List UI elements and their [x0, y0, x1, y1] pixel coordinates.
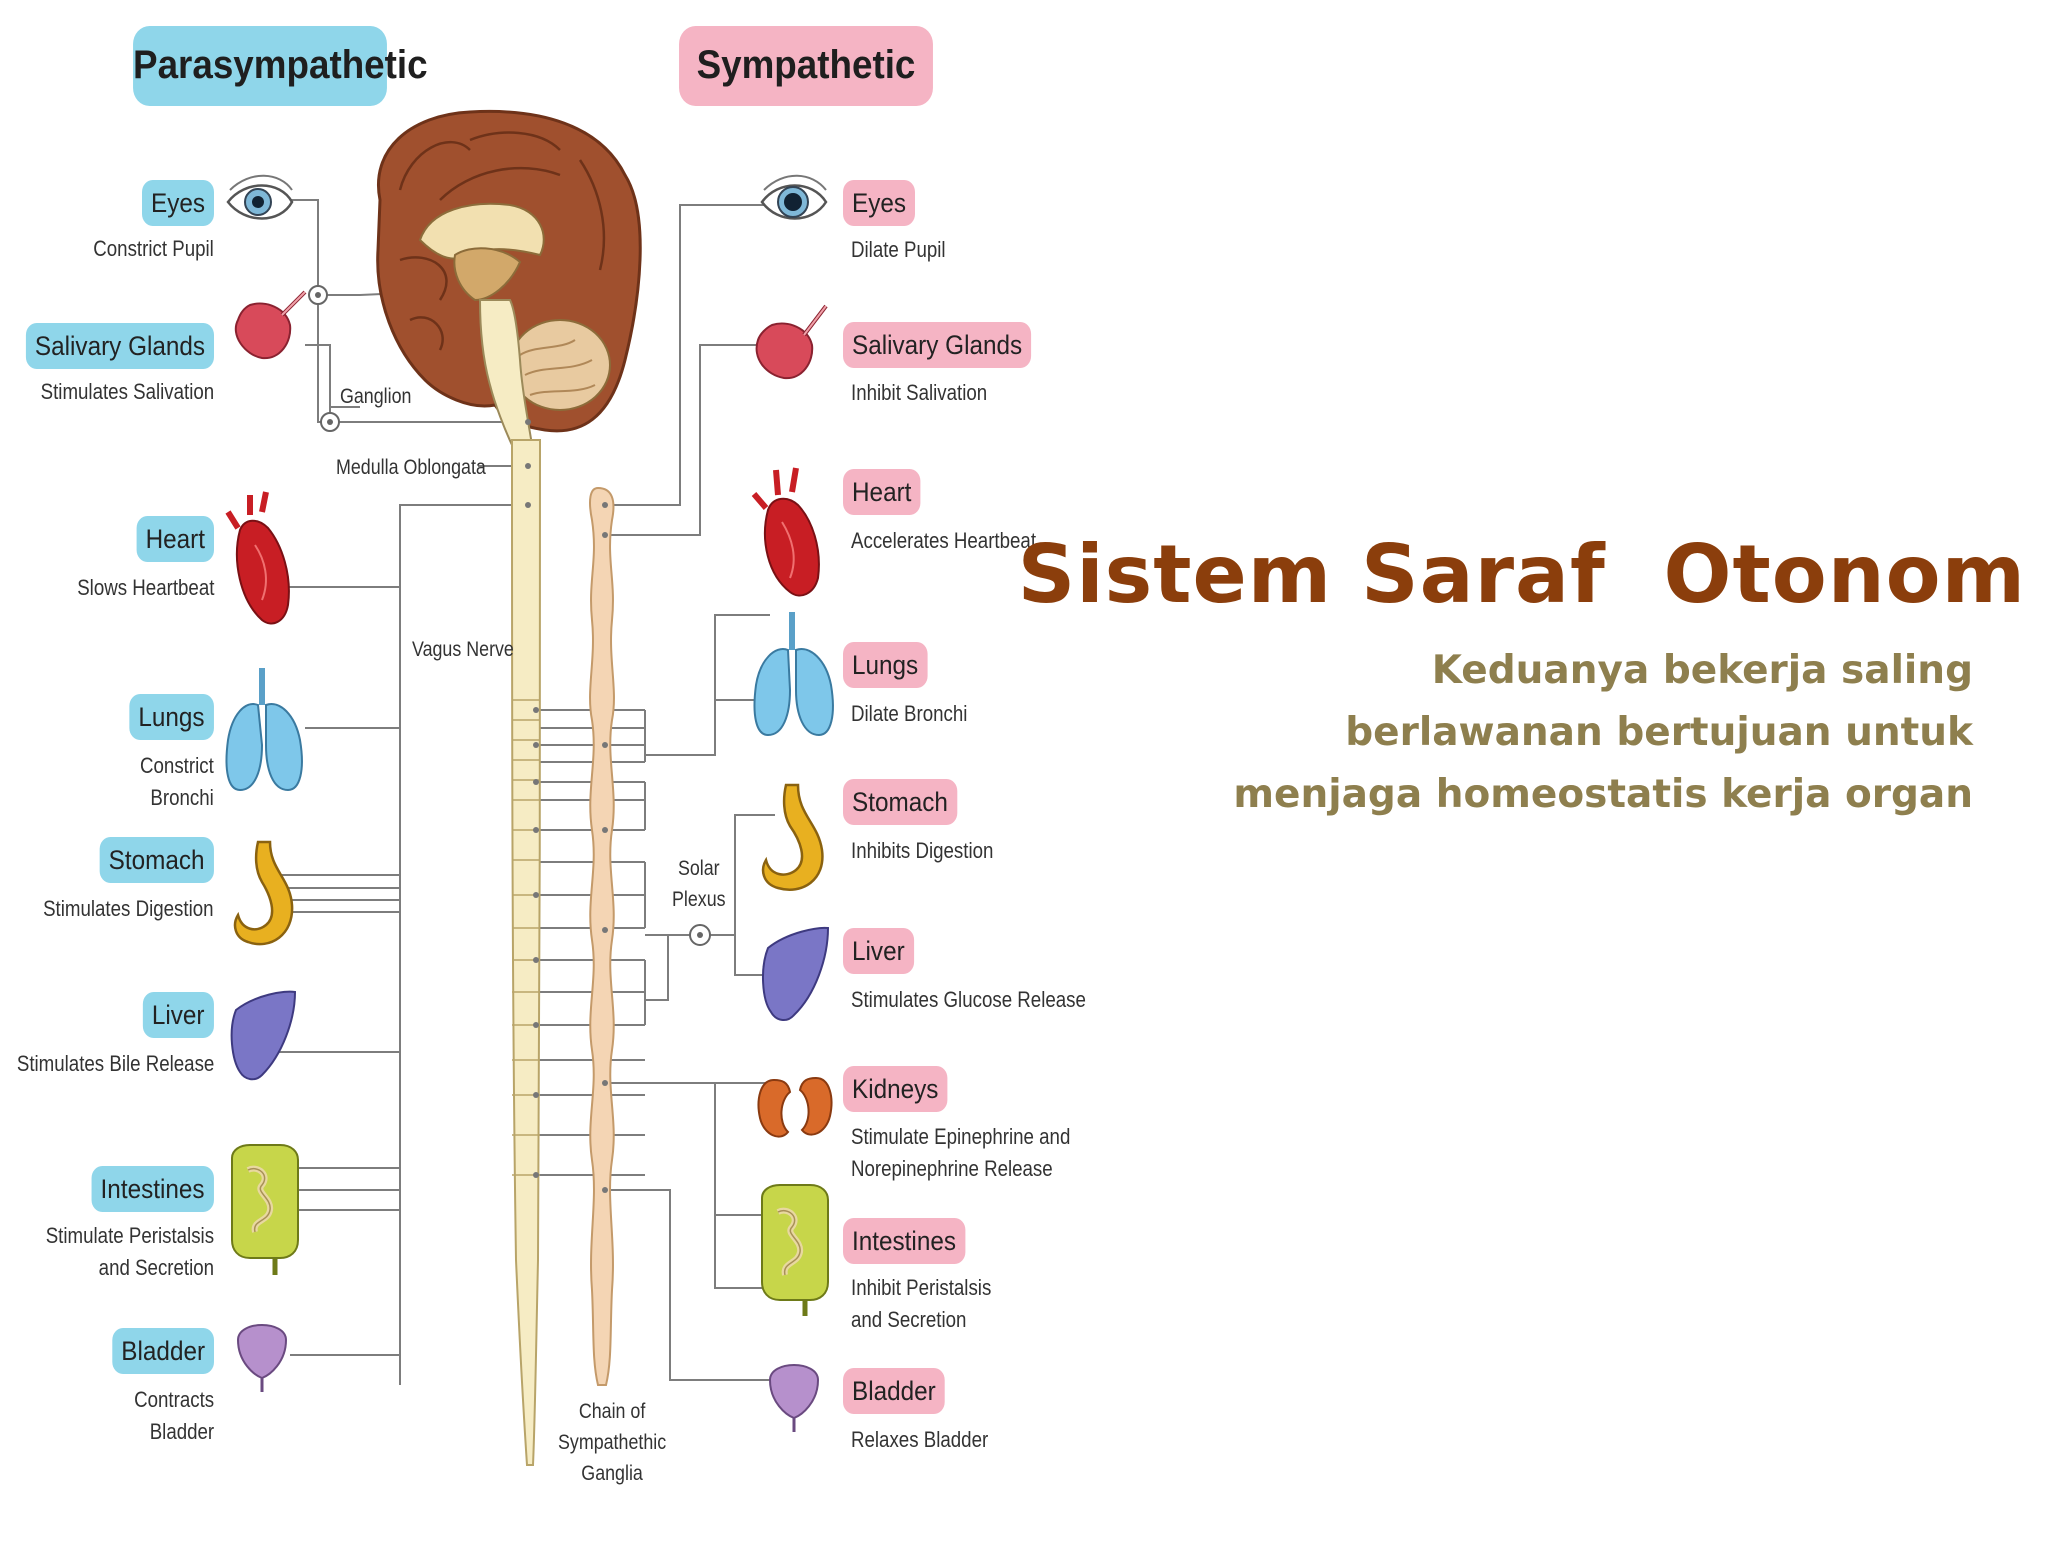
- subtitle-line-2: berlawanan bertujuan untuk: [1345, 710, 1973, 755]
- sym-effect-eyes: Dilate Pupil: [851, 237, 946, 262]
- para-organ-stomach: Stomach: [100, 837, 214, 883]
- sym-organ-liver: Liver: [843, 928, 914, 974]
- sym-effect-lungs: Dilate Bronchi: [851, 701, 968, 726]
- slide-subtitle: Keduanya bekerja saling berlawanan bertu…: [1153, 640, 1973, 826]
- lungs-icon-left: [225, 668, 303, 792]
- stomach-icon-right: [761, 783, 824, 891]
- sym-effect-stomach: Inhibits Digestion: [851, 838, 994, 863]
- medulla-oblongata-label: Medulla Oblongata: [336, 456, 486, 479]
- para-effect-eyes: Constrict Pupil: [93, 236, 214, 261]
- autonomic-nervous-system-diagram: Parasympathetic Sympathetic Eyes Constri…: [16, 26, 1086, 1485]
- nerve-lines: [275, 199, 790, 1385]
- sym-organ-bladder: Bladder: [843, 1368, 945, 1414]
- brain-illustration: [376, 109, 642, 446]
- slide-title: Sistem Saraf Otonom: [1017, 528, 2026, 621]
- heart-icon-left: [225, 491, 290, 625]
- sym-organ-eyes: Eyes: [843, 180, 916, 226]
- para-organ-lungs: Lungs: [129, 694, 214, 740]
- liver-icon-right: [761, 926, 830, 1021]
- ganglion-nodes: [525, 419, 608, 1193]
- sym-effect-salivary-glands: Inhibit Salivation: [851, 380, 988, 405]
- eye-icon-left: [226, 174, 294, 220]
- spinal-cord: [510, 439, 542, 1466]
- para-organ-eyes: Eyes: [141, 180, 214, 226]
- heart-icon-right: [751, 467, 820, 597]
- diagram-canvas: [225, 109, 834, 1466]
- para-effect-salivary-glands: Stimulates Salivation: [40, 379, 214, 404]
- lungs-icon-right: [753, 612, 834, 737]
- sym-effect-liver: Stimulates Glucose Release: [851, 987, 1086, 1012]
- subtitle-line-3: menjaga homeostatis kerja organ: [1233, 772, 1973, 817]
- sympathetic-chain: [589, 486, 615, 1386]
- kidneys-icon-right: [757, 1076, 833, 1138]
- parasympathetic-header: Parasympathetic: [133, 26, 428, 106]
- sym-organ-heart: Heart: [843, 469, 921, 515]
- sym-organ-kidneys: Kidneys: [843, 1066, 948, 1112]
- sym-effect-bladder: Relaxes Bladder: [851, 1427, 989, 1452]
- salivary-gland-icon-left: [234, 290, 307, 360]
- sym-organ-salivary-glands: Salivary Glands: [843, 322, 1032, 368]
- para-effect-liver: Stimulates Bile Release: [16, 1051, 214, 1076]
- para-effect-stomach: Stimulates Digestion: [43, 896, 214, 921]
- eye-icon-right: [760, 174, 828, 220]
- para-effect-heart: Slows Heartbeat: [76, 575, 214, 600]
- sym-organ-stomach: Stomach: [843, 779, 957, 825]
- sympathetic-header: Sympathetic: [679, 26, 933, 106]
- bladder-icon-left: [236, 1324, 288, 1392]
- para-organ-liver: Liver: [143, 992, 214, 1038]
- sym-organ-intestines: Intestines: [843, 1218, 966, 1264]
- bladder-icon-right: [768, 1364, 820, 1432]
- para-organ-heart: Heart: [136, 516, 214, 562]
- intestines-icon-right: [761, 1184, 829, 1316]
- para-organ-intestines: Intestines: [91, 1166, 214, 1212]
- subtitle-line-1: Keduanya bekerja saling: [1431, 648, 1973, 693]
- stomach-icon-left: [233, 840, 294, 946]
- sym-effect-heart: Accelerates Heartbeat: [851, 528, 1037, 553]
- salivary-gland-icon-right: [755, 304, 828, 380]
- ganglion-label: Ganglion: [340, 385, 412, 408]
- sym-organ-lungs: Lungs: [843, 642, 928, 688]
- para-organ-salivary-glands: Salivary Glands: [25, 323, 214, 369]
- para-organ-bladder: Bladder: [112, 1328, 214, 1374]
- intestines-icon-left: [231, 1144, 299, 1275]
- vagus-nerve-label: Vagus Nerve: [412, 638, 514, 661]
- liver-icon-left: [230, 990, 297, 1081]
